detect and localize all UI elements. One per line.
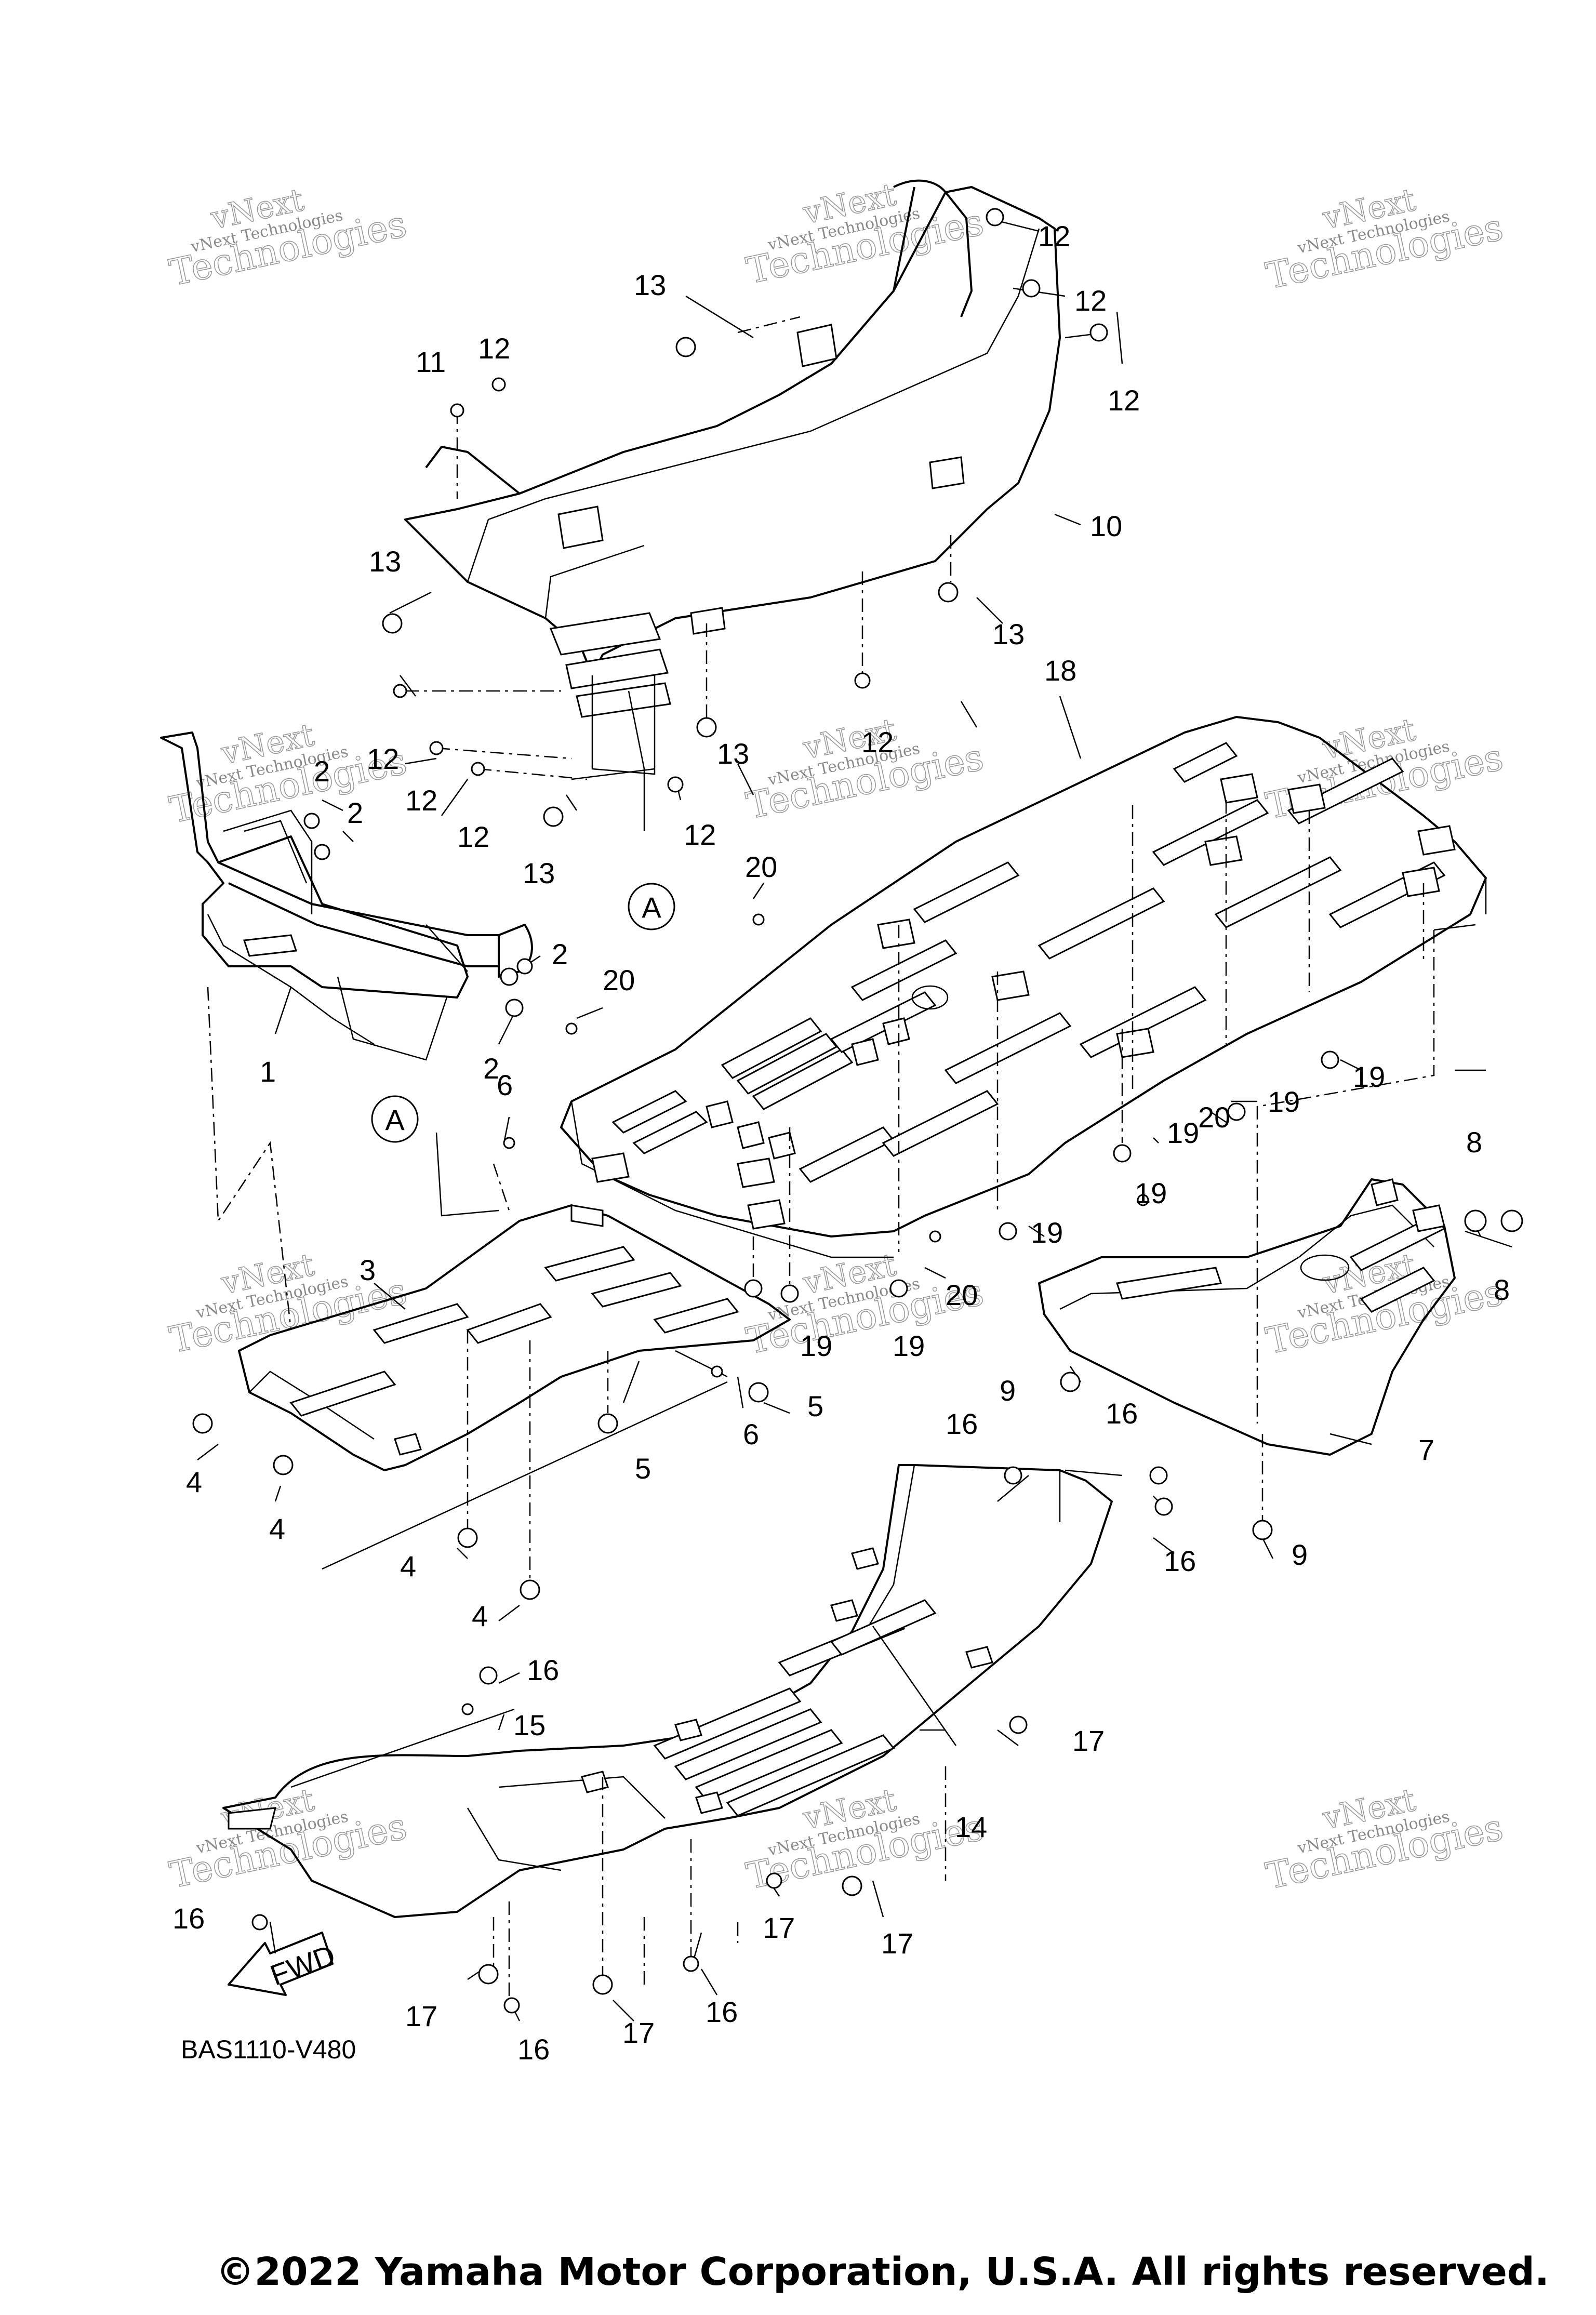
callout-16: 16: [1164, 1545, 1196, 1577]
watermark: vNext vNext Technologies Technologies: [166, 1246, 411, 1362]
callout-12: 12: [405, 784, 437, 817]
callout-5: 5: [807, 1390, 823, 1422]
callout-20: 20: [603, 964, 635, 996]
part-10-guard: [404, 179, 1061, 780]
callout-4: 4: [186, 1466, 202, 1498]
callout-16: 16: [706, 1995, 738, 2028]
callout-17: 17: [405, 2000, 437, 2032]
callout-16: 16: [517, 2033, 550, 2066]
callout-19: 19: [1268, 1085, 1300, 1118]
callout-12: 12: [1038, 220, 1070, 252]
callout-15: 15: [513, 1709, 546, 1741]
callout-14: 14: [955, 1811, 987, 1843]
callout-7: 7: [1418, 1433, 1434, 1466]
fwd-label: FWD: [266, 1938, 339, 1992]
copyright-text: ©2022 Yamaha Motor Corporation, U.S.A. A…: [216, 2250, 1549, 2294]
callout-12: 12: [457, 820, 489, 853]
callout-20: 20: [745, 850, 777, 883]
callout-16: 16: [527, 1654, 559, 1686]
callout-2: 2: [552, 938, 568, 970]
callout-13: 13: [992, 618, 1025, 650]
callout-5: 5: [635, 1452, 651, 1485]
callout-17: 17: [763, 1911, 795, 1944]
copyright-notice: ©2022 Yamaha Motor Corporation, U.S.A. A…: [0, 2250, 1596, 2294]
leader-lines: [197, 217, 1512, 2021]
callout-1: 1: [260, 1055, 276, 1088]
fasteners: [192, 208, 1523, 2014]
part-18-skid-plate: [560, 716, 1487, 1258]
callout-12: 12: [367, 742, 399, 775]
callout-12: 12: [684, 818, 716, 851]
callout-18: 18: [1044, 654, 1076, 687]
reference-mark-a-upper: A: [628, 883, 675, 930]
watermark: vNext vNext Technologies Technologies: [1262, 181, 1507, 298]
callout-4: 4: [472, 1600, 488, 1632]
part-7-rear-guard: [1038, 1178, 1456, 1456]
callout-19: 19: [1353, 1060, 1385, 1093]
watermark: vNext vNext Technologies Technologies: [742, 711, 988, 828]
callout-16: 16: [172, 1902, 205, 1935]
callout-4: 4: [400, 1550, 416, 1582]
callout-13: 13: [634, 269, 666, 301]
callout-6: 6: [497, 1069, 513, 1101]
callout-20: 20: [1198, 1101, 1230, 1134]
callout-12: 12: [478, 332, 510, 365]
callout-20: 20: [946, 1279, 978, 1311]
watermark-group: vNext vNext Technologies Technologies vN…: [165, 176, 1507, 1898]
callout-2: 2: [347, 796, 363, 829]
callout-8: 8: [1494, 1273, 1510, 1306]
callout-6: 6: [743, 1418, 759, 1451]
callout-17: 17: [881, 1927, 913, 1960]
watermark: vNext vNext Technologies Technologies: [166, 1781, 411, 1897]
callout-12: 12: [861, 726, 894, 759]
reference-mark-a-lower: A: [371, 1095, 419, 1143]
callout-4: 4: [269, 1512, 285, 1545]
callout-12: 12: [1074, 284, 1107, 317]
callout-19: 19: [893, 1329, 925, 1362]
part-14-lower-guard: [222, 1464, 1113, 1918]
callout-labels: 1 2 2 2 2 3 4 4 4 4 5 5 6 6 7 8 8 9 9 10…: [172, 220, 1510, 2066]
fwd-arrow: FWD: [228, 1932, 339, 1996]
callout-10: 10: [1090, 510, 1122, 542]
callout-13: 13: [717, 737, 749, 770]
callout-13: 13: [523, 857, 555, 889]
callout-17: 17: [1072, 1724, 1105, 1757]
callout-12: 12: [1108, 384, 1140, 417]
callout-16: 16: [946, 1407, 978, 1440]
callout-19: 19: [1135, 1177, 1167, 1209]
svg-text:A: A: [642, 891, 661, 924]
callout-9: 9: [1000, 1374, 1016, 1407]
callout-19: 19: [800, 1329, 832, 1362]
callout-9: 9: [1292, 1538, 1308, 1571]
callout-2: 2: [314, 755, 330, 788]
callout-13: 13: [369, 545, 401, 578]
callout-11: 11: [416, 345, 446, 378]
drawing-code: BAS1110-V480: [181, 2035, 356, 2064]
callout-16: 16: [1106, 1397, 1138, 1430]
watermark: vNext vNext Technologies Technologies: [1262, 1781, 1507, 1898]
callout-2: 2: [483, 1052, 499, 1085]
svg-text:A: A: [385, 1103, 405, 1136]
part-3-lower-guard: [238, 1204, 791, 1471]
watermark: vNext vNext Technologies Technologies: [742, 176, 988, 292]
callout-19: 19: [1031, 1216, 1063, 1249]
callout-8: 8: [1466, 1126, 1482, 1159]
callout-19: 19: [1167, 1116, 1199, 1149]
callout-3: 3: [360, 1254, 376, 1286]
callout-17: 17: [622, 2016, 655, 2049]
part-1-front-frame: [160, 731, 533, 1061]
watermark: vNext vNext Technologies Technologies: [165, 181, 410, 295]
